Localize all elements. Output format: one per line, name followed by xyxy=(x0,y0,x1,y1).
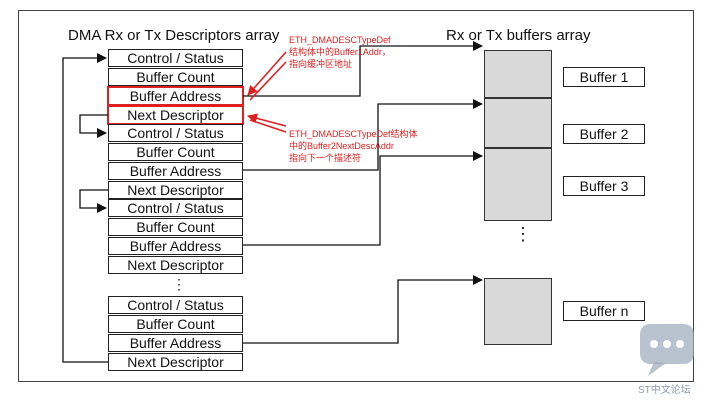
annotation-buffer2nextdescaddr-line2: 中的Buffer2NextDescAddr xyxy=(289,141,394,151)
buffers-ellipsis: ⋮ xyxy=(514,224,532,244)
annotation-buffer2nextdescaddr-line1: ETH_DMADESCTypeDef结构体 xyxy=(289,129,418,139)
descriptors-array-title: DMA Rx or Tx Descriptors array xyxy=(68,27,280,44)
descriptor-2-buffer-address: Buffer Address xyxy=(108,162,243,180)
descriptor-n-buffer-address: Buffer Address xyxy=(108,334,243,352)
chat-bubble-icon xyxy=(640,324,694,376)
address-link-1 xyxy=(243,41,483,97)
descriptor-2-buffer-count: Buffer Count xyxy=(108,143,243,161)
next-link-2 xyxy=(79,189,108,213)
watermark-text: ST中文论坛 xyxy=(638,385,691,396)
buffer-block-n xyxy=(484,278,552,345)
descriptor-3-next-descriptor: Next Descriptor xyxy=(108,256,243,274)
annotation-buffer1addr-line2: 结构体中的Buffer1Addr， xyxy=(289,47,391,57)
descriptor-n-next-descriptor: Next Descriptor xyxy=(108,353,243,371)
annotation-buffer1addr: ETH_DMADESCTypeDef 结构体中的Buffer1Addr， 指向缓… xyxy=(289,34,391,70)
buffer-n-label: Buffer n xyxy=(563,301,645,321)
descriptor-3-control-status: Control / Status xyxy=(108,199,243,217)
descriptor-1-buffer-count: Buffer Count xyxy=(108,68,243,86)
descriptor-2-next-descriptor: Next Descriptor xyxy=(108,181,243,199)
descriptor-3-buffer-count: Buffer Count xyxy=(108,218,243,236)
buffer-1-label: Buffer 1 xyxy=(563,67,645,87)
descriptor-1-control-status: Control / Status xyxy=(108,49,243,67)
annotation-buffer1addr-line3: 指向缓冲区地址 xyxy=(289,59,353,69)
descriptor-n-buffer-count: Buffer Count xyxy=(108,315,243,333)
address-link-n xyxy=(243,275,483,344)
buffers-array-title: Rx or Tx buffers array xyxy=(446,27,591,44)
descriptors-ellipsis: ⋮ xyxy=(172,276,186,292)
buffer-block-2 xyxy=(484,98,552,148)
next-link-1 xyxy=(79,114,108,138)
buffer-2-label: Buffer 2 xyxy=(563,124,645,144)
address-link-2 xyxy=(243,99,483,171)
descriptor-n-control-status: Control / Status xyxy=(108,296,243,314)
buffer-block-1 xyxy=(484,50,552,98)
descriptor-1-buffer-address: Buffer Address xyxy=(107,86,244,106)
annotation-arrow-2 xyxy=(247,113,287,127)
annotation-buffer2nextdescaddr: ETH_DMADESCTypeDef结构体 中的Buffer2NextDescA… xyxy=(289,128,418,164)
buffer-block-3 xyxy=(484,148,552,221)
buffer-3-label: Buffer 3 xyxy=(563,176,645,196)
descriptor-3-buffer-address: Buffer Address xyxy=(108,237,243,255)
annotation-buffer2nextdescaddr-line3: 指向下一个描述符 xyxy=(289,153,362,163)
address-link-3 xyxy=(243,151,483,246)
annotation-buffer1addr-line1: ETH_DMADESCTypeDef xyxy=(289,35,391,45)
descriptor-2-control-status: Control / Status xyxy=(108,124,243,142)
annotation-arrow-1b xyxy=(249,61,287,101)
loop-back-arrow xyxy=(62,53,108,363)
descriptor-1-next-descriptor: Next Descriptor xyxy=(107,105,244,125)
annotation-arrow-2b xyxy=(249,119,287,133)
annotation-arrow-1 xyxy=(247,51,287,96)
